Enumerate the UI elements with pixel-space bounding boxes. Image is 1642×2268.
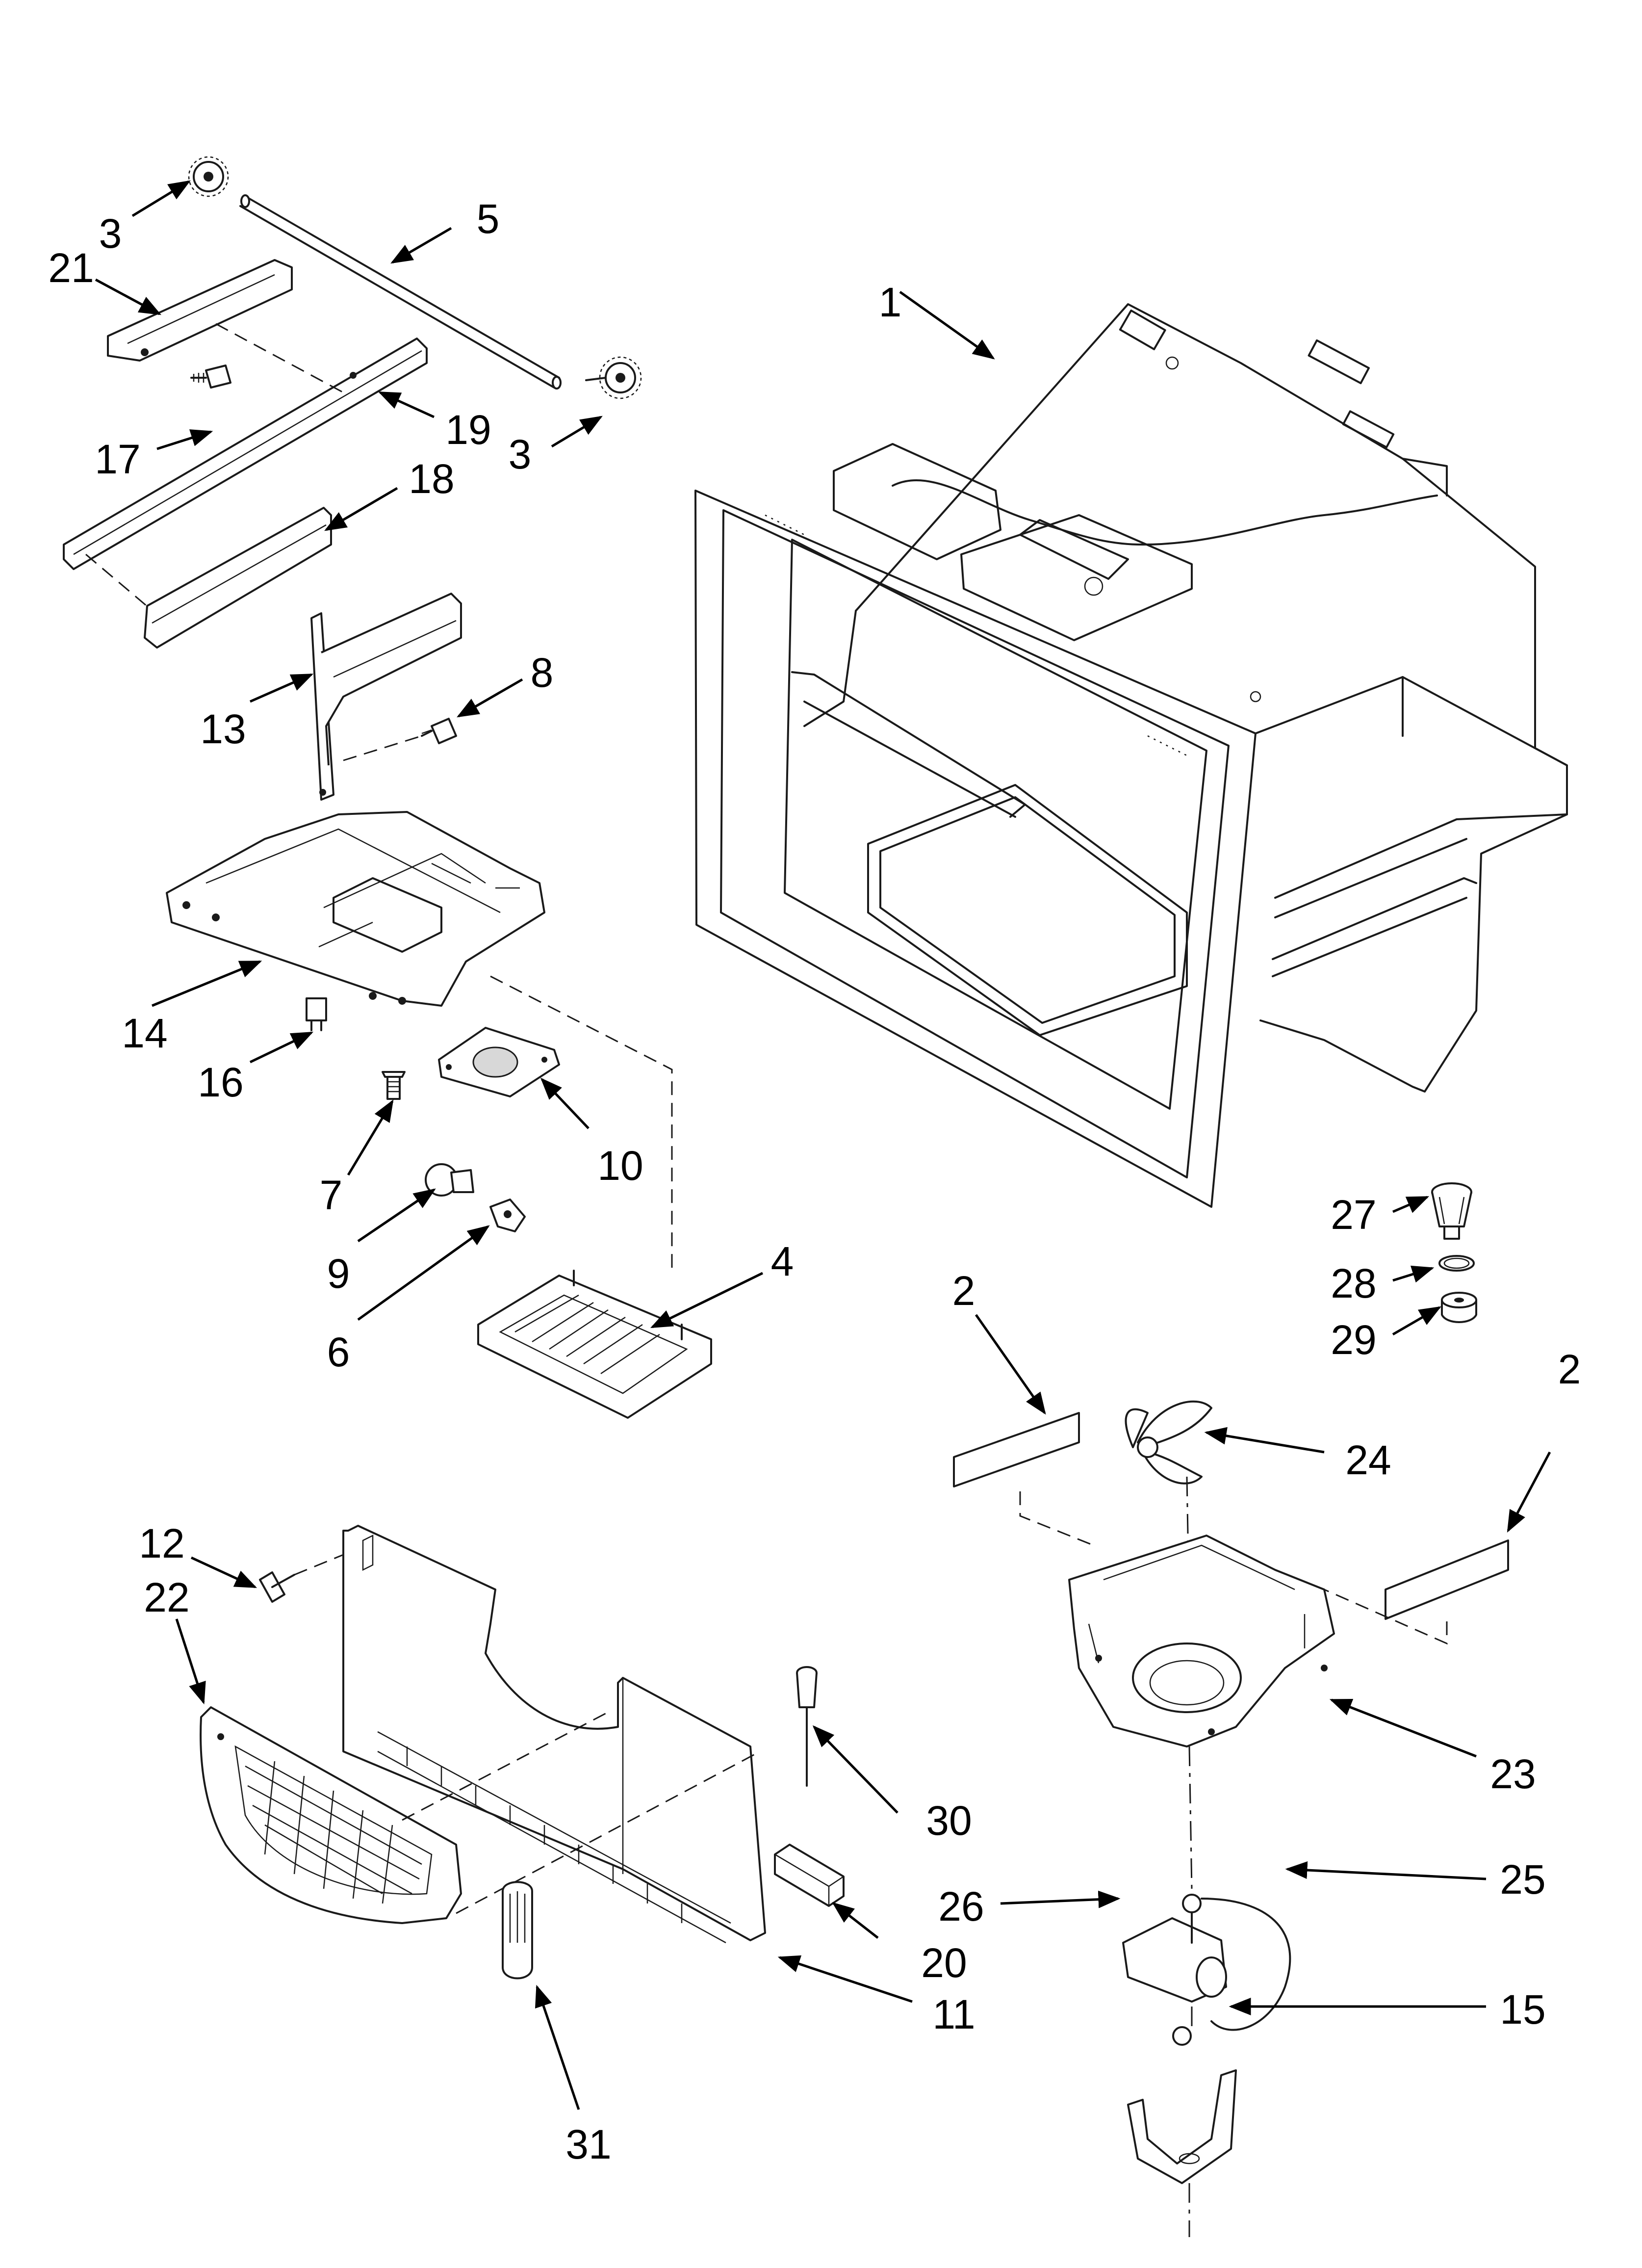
callout-23: 23 [1490,1751,1536,1797]
screw-part-17 [190,365,231,389]
callout-30: 30 [926,1798,972,1844]
callout-29: 29 [1331,1317,1376,1363]
callout-7: 7 [320,1172,343,1218]
callout-24: 24 [1345,1437,1391,1483]
gear-part-3-lower [585,356,642,399]
callout-1: 1 [879,279,902,325]
bulb-part-9 [425,1163,474,1197]
callout-labels: 1 3 5 21 17 19 3 18 13 8 14 16 10 7 9 6 … [48,196,1581,2167]
callout-5: 5 [477,196,500,242]
screw-part-7 [382,1071,406,1100]
callout-20: 20 [921,1940,967,1986]
foam-block-part-2-left [953,1412,1094,1546]
callout-6: 6 [327,1329,350,1375]
callout-14: 14 [122,1010,167,1056]
sensor-clip-part-31 [502,1881,533,1980]
thermistor-part-30 [796,1666,818,1787]
o-ring-part-28 [1438,1255,1475,1272]
foam-strip-part-20 [774,1844,845,1907]
callout-15: 15 [1500,1986,1545,2033]
callout-16: 16 [198,1059,243,1105]
damper-part-27 [1431,1182,1472,1240]
callout-12: 12 [139,1520,184,1566]
callout-22: 22 [144,1574,189,1620]
leader-lines [95,180,1551,2110]
gear-part-3-upper [188,156,229,197]
callout-2-right: 2 [1558,1346,1581,1392]
callout-4: 4 [771,1238,794,1284]
rear-panel-part-11 [342,1525,766,1944]
wire-harness-part-25 [1201,1898,1291,2031]
callout-3-lower: 3 [509,431,532,477]
lens-cover-part-4 [477,1270,712,1419]
callout-25: 25 [1500,1856,1545,1903]
switch-part-16 [306,997,327,1031]
lamp-holder-part-6 [489,1199,526,1232]
callout-10: 10 [597,1143,643,1189]
rail-bracket-part-21 [107,259,293,362]
callout-28: 28 [1331,1260,1376,1306]
fan-shroud-part-23 [1068,1535,1335,1889]
slide-rail-part-19 [63,338,428,570]
freezer-liner-part [694,303,1568,1208]
lamp-socket-part-10 [438,1027,560,1097]
callout-2-left: 2 [952,1268,975,1314]
callout-13: 13 [200,706,246,752]
callout-31: 31 [565,2121,611,2167]
cap-part-29 [1441,1292,1477,1323]
foam-block-part-2-right [1324,1539,1509,1645]
callout-26: 26 [938,1883,984,1929]
callout-17: 17 [95,436,140,482]
callout-19: 19 [445,407,491,453]
callout-3-upper: 3 [99,210,122,257]
screw-part-8 [421,718,457,744]
callout-8: 8 [531,650,554,696]
housing-tray-part-14 [166,811,673,1276]
callout-9: 9 [327,1251,350,1297]
screw-part-12 [259,1552,349,1603]
bracket-part-13 [310,593,462,801]
rod-part-5 [239,194,562,390]
callout-18: 18 [409,456,454,502]
grille-part-22 [200,1706,462,1924]
slide-rail-part-18 [85,323,344,649]
callout-21: 21 [48,245,94,291]
motor-bracket-part-15 [1127,2069,1237,2237]
callout-27: 27 [1331,1192,1376,1238]
callout-11: 11 [932,1991,975,2037]
fan-motor-part-26 [1122,1894,1227,2046]
